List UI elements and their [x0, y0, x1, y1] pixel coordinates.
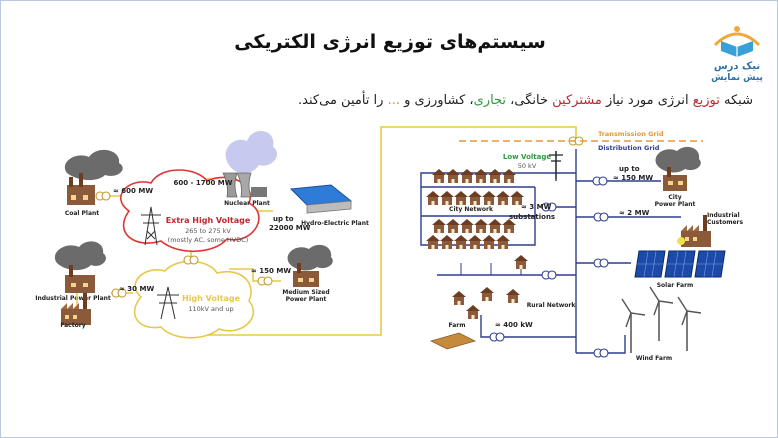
city-power-plant: City Power Plant [655, 146, 701, 208]
distribution-grid-label: Distribution Grid [598, 144, 660, 152]
hydro-plant: Hydro-Electric Plant [289, 184, 369, 227]
sun-icon [677, 237, 685, 245]
farm: Farm [429, 305, 480, 350]
nuclear-plant-label: Nuclear Plant [224, 200, 270, 207]
farm-label: Farm [448, 322, 465, 329]
logo: نیک درس پیش نمایش [711, 26, 763, 83]
solar-farm-label: Solar Farm [657, 282, 694, 289]
ehv-range: 265 to 275 kV [185, 227, 231, 235]
logo-arc-icon [713, 32, 761, 47]
extra-high-voltage-cloud: Extra High Voltage 265 to 275 kV (mostly… [120, 169, 260, 252]
medium-mw-label: ≈ 150 MW [251, 267, 291, 275]
subtitle-part: را تأمین می‌کند. [298, 93, 388, 108]
wind-farm: Wind Farm [621, 286, 702, 362]
star-icon [734, 26, 740, 32]
hv-title: High Voltage [182, 294, 241, 303]
hydro-mw-line2: 22000 MW [269, 224, 311, 232]
factory-label: Factory [60, 322, 85, 329]
subtitle: شبکه توزیع انرژی مورد نیاز مشترکین خانگی… [298, 93, 753, 108]
city-plant-line2: Power Plant [655, 201, 696, 208]
medium-plant-line2: Power Plant [286, 296, 327, 303]
city-mw-line2: ≈ 150 MW [613, 174, 653, 182]
substations-label: substations [509, 213, 555, 221]
solar-farm: Solar Farm [634, 237, 726, 289]
page-title: سیستم‌های توزیع انرژی الکتریکی [234, 31, 546, 53]
subtitle-part: انرژی مورد نیاز [601, 93, 693, 108]
pylon-icon [157, 286, 179, 320]
hydro-plant-label: Hydro-Electric Plant [301, 220, 369, 227]
subtitle-part: شبکه [719, 93, 753, 108]
industrial-customers-mw: ≈ 2 MW [619, 209, 650, 217]
rural-network-label: Rural Network [527, 302, 577, 309]
pylon-icon [141, 206, 161, 246]
transmission-grid-label: Transmission Grid [598, 130, 664, 138]
ehv-title: Extra High Voltage [166, 216, 251, 225]
low-voltage-label: Low Voltage [503, 153, 551, 161]
subtitle-keyword-distribution: توزیع [692, 93, 720, 108]
ehv-note: (mostly AC, some HVDC) [168, 236, 249, 244]
wind-farm-label: Wind Farm [636, 355, 672, 362]
subtitle-keyword-subscribers: مشترکین [552, 93, 602, 108]
subtitle-ellipsis: ... [387, 93, 400, 108]
city-network-label: City Network [449, 206, 494, 213]
subtitle-part: ، کشاورزی و [399, 93, 474, 108]
logo-line1: نیک درس [714, 61, 760, 72]
coal-mw-label: ≈ 600 MW [113, 187, 153, 195]
industrial-customers-line2: Customers [707, 219, 744, 226]
industrial-mw-label: ≈ 30 MW [119, 285, 154, 293]
subtitle-part: خانگی، [506, 93, 553, 108]
industrial-plant-label: Industrial Power Plant [35, 295, 111, 302]
rural-network: Rural Network [452, 255, 576, 309]
city-plant-line1: City [668, 194, 681, 201]
medium-plant-line1: Medium Sized [282, 289, 329, 296]
farm-kw-label: ≈ 400 kW [495, 321, 533, 329]
substations-mw-label: ≈ 3 MW [521, 203, 552, 211]
subtitle-keyword-commercial: تجاری [473, 93, 507, 108]
nuclear-mw-label: 600 - 1700 MW [174, 179, 233, 187]
hv-range: 110kV and up [188, 305, 233, 313]
industrial-power-plant: Industrial Power Plant [35, 241, 111, 302]
grid-boundary: Transmission Grid Distribution Grid [459, 130, 703, 152]
nuclear-plant: Nuclear Plant [222, 130, 278, 207]
industrial-customers-line1: Industrial [707, 212, 740, 219]
hydro-mw-line1: up to [273, 215, 294, 223]
high-voltage-cloud: High Voltage 110kV and up [133, 260, 255, 339]
logo-line2: پیش نمایش [711, 73, 763, 83]
coal-plant: Coal Plant [65, 149, 123, 217]
medium-power-plant: Medium Sized Power Plant [282, 244, 333, 303]
low-voltage-pole: Low Voltage 50 kV [503, 151, 563, 179]
city-mw-line1: up to [619, 165, 640, 173]
coal-plant-label: Coal Plant [65, 210, 99, 217]
low-voltage-kv: 50 kV [518, 162, 537, 170]
